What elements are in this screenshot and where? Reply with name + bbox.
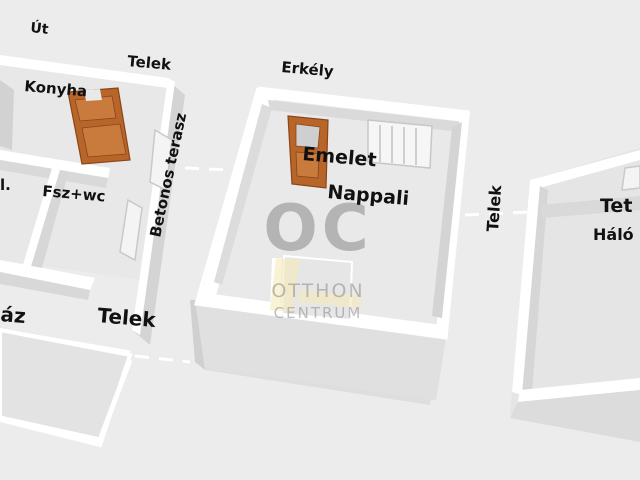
watermark-monogram: OC	[263, 192, 372, 266]
label-fsz-wc: Fsz+wc	[42, 182, 107, 205]
label-tet: Tet	[600, 195, 632, 217]
label-telek-bottom: Telek	[97, 303, 158, 332]
label-ut: Út	[30, 18, 50, 38]
upper-floor-building	[190, 86, 470, 405]
otthon-centrum-watermark: OC OTTHON CENTRUM	[263, 192, 372, 322]
attic-building	[510, 148, 640, 442]
label-konyha: Konyha	[24, 77, 88, 100]
label-partial-l: l.	[0, 176, 11, 194]
watermark-line1: OTTHON	[271, 280, 364, 302]
label-telek-top: Telek	[127, 52, 173, 74]
upper-window	[367, 119, 433, 169]
watermark-line2: CENTRUM	[274, 304, 363, 322]
label-erkely: Erkély	[281, 58, 335, 81]
label-telek-right: Telek	[483, 184, 505, 232]
ground-floor-building	[0, 55, 231, 448]
label-haz: áz	[0, 302, 27, 328]
label-halo: Háló	[593, 225, 634, 244]
